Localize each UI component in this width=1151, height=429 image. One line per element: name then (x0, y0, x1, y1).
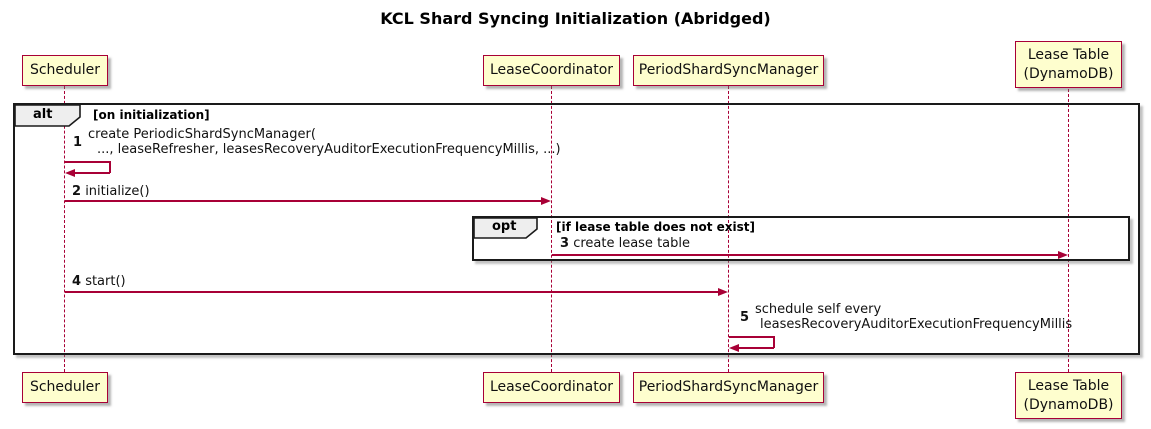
participant-scheduler-top: Scheduler (22, 55, 108, 86)
alt-frame-label-shape (14, 104, 81, 131)
message-4-arrow-line (65, 291, 719, 293)
message-5-self-arrow-side (773, 336, 775, 348)
message-3-text: create lease table (573, 236, 690, 251)
message-5-self-arrow-top (729, 336, 774, 338)
message-2-number: 2 (72, 184, 82, 199)
message-3-number: 3 (560, 236, 570, 251)
message-3-arrowhead (1058, 251, 1068, 259)
message-4-arrowhead (718, 288, 728, 296)
participant-lease-table-top: Lease Table (DynamoDB) (1015, 41, 1122, 88)
alt-condition: [on initialization] (93, 108, 210, 122)
opt-condition: [if lease table does not exist] (556, 220, 756, 234)
message-5-self-arrow-bottom (738, 347, 774, 349)
message-1-self-arrow-top (65, 161, 110, 163)
participant-lease-coordinator-top: LeaseCoordinator (483, 55, 620, 86)
message-2-label: 2 initialize() (72, 184, 150, 199)
message-2-text: initialize() (85, 184, 150, 199)
message-4-label: 4 start() (72, 274, 126, 289)
lifeline-period-shard-sync-manager (728, 86, 729, 372)
message-5-number: 5 (740, 310, 750, 325)
participant-period-shard-sync-manager-top: PeriodShardSyncManager (633, 55, 824, 86)
participant-lease-coordinator-bottom: LeaseCoordinator (483, 372, 620, 403)
diagram-title: KCL Shard Syncing Initialization (Abridg… (380, 9, 771, 28)
message-5-text-line1: schedule self every (755, 302, 882, 317)
participant-lease-table-bottom: Lease Table (DynamoDB) (1015, 372, 1122, 419)
participant-period-shard-sync-manager-bottom: PeriodShardSyncManager (633, 372, 824, 403)
participant-scheduler-bottom: Scheduler (22, 372, 108, 403)
message-3-label: 3 create lease table (560, 236, 690, 251)
alt-frame (13, 103, 1140, 355)
opt-frame (472, 216, 1130, 261)
message-1-number: 1 (73, 135, 83, 150)
lifeline-lease-coordinator (551, 86, 552, 372)
opt-keyword: opt (492, 219, 517, 234)
message-5-text-line2: leasesRecoveryAuditorExecutionFrequencyM… (760, 317, 1073, 332)
message-1-text-line2: ..., leaseRefresher, leasesRecoveryAudit… (97, 142, 561, 157)
message-1-arrowhead (65, 169, 75, 177)
message-1-self-arrow-bottom (74, 172, 110, 174)
message-3-arrow-line (552, 254, 1059, 256)
opt-frame-label-shape (473, 217, 538, 243)
alt-keyword: alt (33, 107, 53, 122)
message-1-self-arrow-side (109, 161, 111, 173)
lifeline-lease-table (1068, 89, 1069, 372)
message-1-text-line1: create PeriodicShardSyncManager( (88, 127, 316, 142)
lifeline-scheduler (64, 86, 65, 372)
message-2-arrowhead (541, 197, 551, 205)
message-4-number: 4 (72, 274, 82, 289)
message-4-text: start() (85, 274, 126, 289)
message-5-arrowhead (729, 344, 739, 352)
message-2-arrow-line (65, 200, 542, 202)
